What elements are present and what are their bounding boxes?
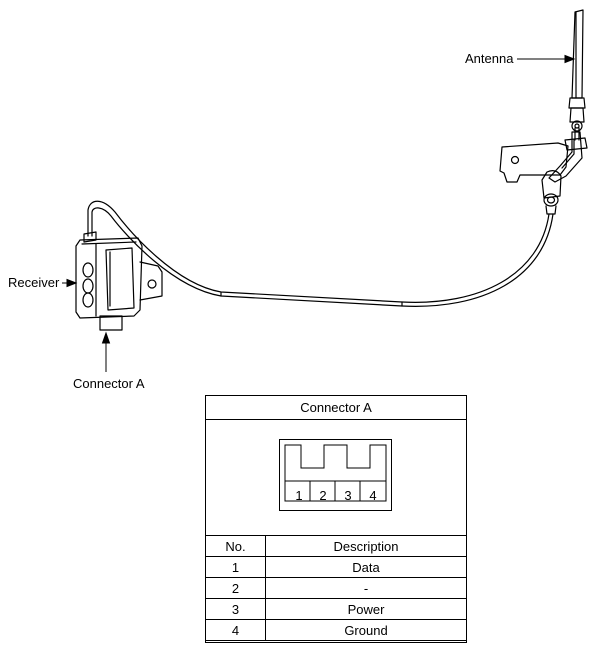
pin-number: 2 <box>319 488 327 503</box>
table-row: 2 - <box>206 577 466 599</box>
table-row: 3 Power <box>206 598 466 620</box>
connector-face-icon <box>279 439 392 511</box>
pin-number: 3 <box>344 488 352 503</box>
pin-description-cell: - <box>265 577 466 599</box>
antenna-arrow-icon <box>564 54 576 64</box>
antenna-label: Antenna <box>465 51 514 66</box>
connector-label: Connector A <box>73 376 145 391</box>
antenna-whip <box>568 9 586 132</box>
pin-no-cell: 4 <box>206 619 266 641</box>
connector-a-table: Connector A 1 2 3 4 No. Description 1 Da… <box>205 395 467 643</box>
pin-number: 1 <box>295 488 303 503</box>
antenna-receiver-illustration <box>62 9 588 372</box>
antenna-bracket <box>499 127 588 183</box>
antenna-cable <box>87 200 554 307</box>
pin-no-cell: 3 <box>206 598 266 620</box>
receiver-arrow-icon <box>66 278 78 288</box>
pin-description-cell: Ground <box>265 619 466 641</box>
table-row: 1 Data <box>206 556 466 578</box>
pin-no-cell: 2 <box>206 577 266 599</box>
receiver-label: Receiver <box>8 275 60 290</box>
connector-table-title: Connector A <box>206 396 466 420</box>
header-description: Description <box>265 535 466 557</box>
pin-number: 4 <box>369 488 377 503</box>
connector-arrow-icon <box>101 331 111 344</box>
receiver-body <box>75 231 163 331</box>
pin-description-cell: Data <box>265 556 466 578</box>
table-row: 4 Ground <box>206 619 466 641</box>
header-no: No. <box>206 535 266 557</box>
antenna-base <box>541 131 583 215</box>
pin-no-cell: 1 <box>206 556 266 578</box>
table-header-row: No. Description <box>206 535 466 557</box>
pin-description-cell: Power <box>265 598 466 620</box>
pin-description-table: No. Description 1 Data 2 - 3 Power 4 Gro… <box>206 535 466 641</box>
connector-pinout-diagram: 1 2 3 4 <box>206 420 466 535</box>
